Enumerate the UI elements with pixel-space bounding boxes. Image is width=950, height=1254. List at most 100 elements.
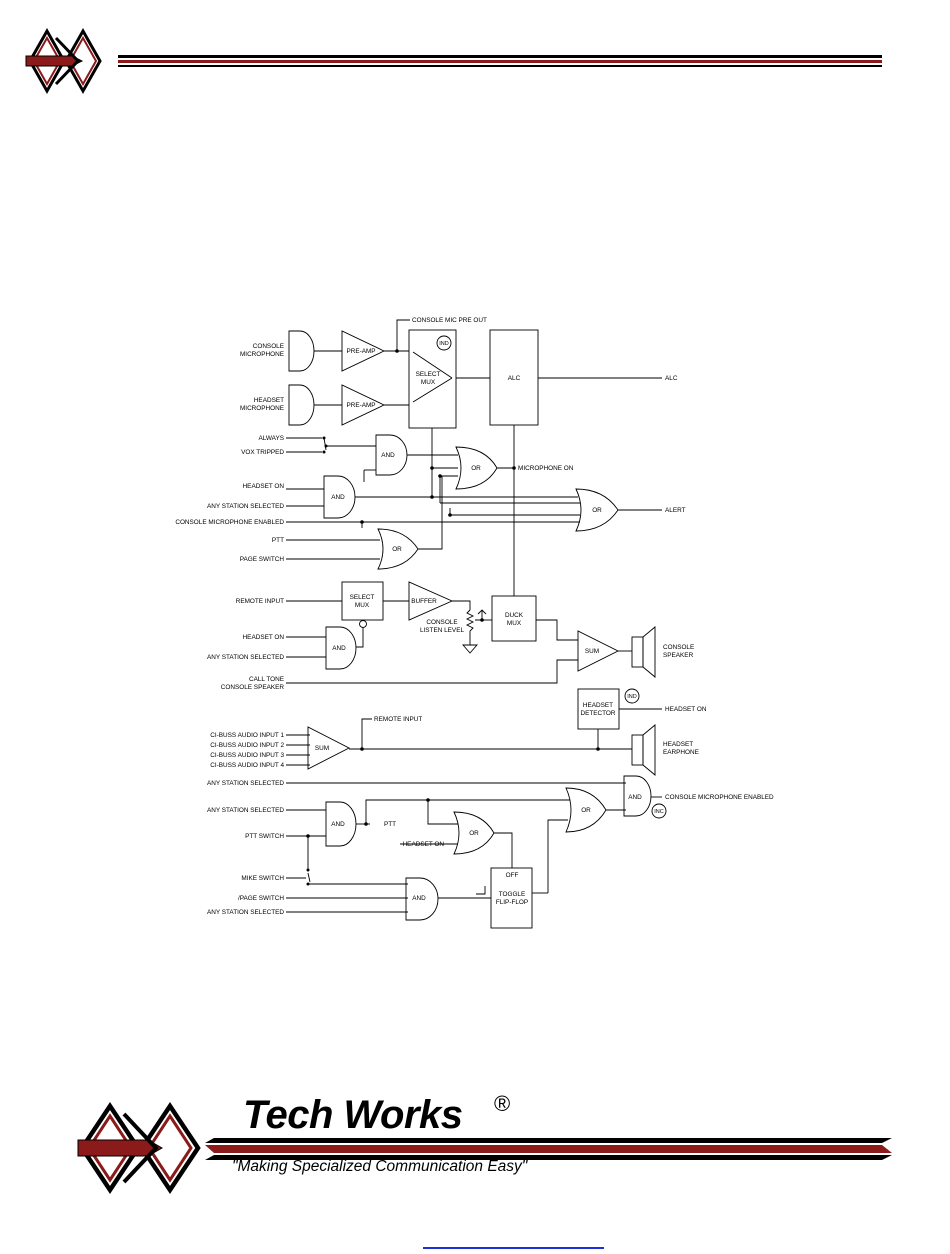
inc-circle [651,803,667,819]
and-2-label: AND [331,494,345,501]
call-tone-label-2: CONSOLE SPEAKER [221,684,285,691]
header-rule [118,55,882,67]
sum-1-symbol [577,630,620,672]
select-mux-2-block [341,581,384,621]
sum-2-symbol [307,726,350,770]
headset-mic-symbol [288,384,315,426]
ind-2-label: IND [627,694,637,700]
ind-1-label: IND [439,341,449,347]
sum-2-label: SUM [315,745,329,752]
or-2-gate [377,528,419,570]
select-mux-2-label-2: MUX [355,602,370,609]
console-speaker-label-2: SPEAKER [663,652,694,659]
select-mux-2-label-1: SELECT [350,594,375,601]
headset-on-1-label: HEADSET ON [243,483,285,490]
toggle-off-label: OFF [506,872,519,879]
toggle-label-1: TOGGLE [499,891,526,898]
footer-logo-icon [77,1101,201,1195]
duck-mux-label-1: DUCK [505,612,524,619]
or-3-label: OR [469,830,479,837]
or-1-gate [455,446,498,490]
preamp-2-label: PRE-AMP [346,402,375,409]
cibuss-4-label: CI-BUSS AUDIO INPUT 4 [210,762,284,769]
junction-dots [306,349,600,886]
ind-2-circle [624,688,640,704]
call-tone-label-1: CALL TONE [249,676,284,683]
tagline: "Making Specialized Communication Easy" [232,1158,528,1175]
ind-1-circle [436,335,452,351]
or-alert-gate [575,488,619,532]
ptt-label: PTT [272,537,284,544]
or-4-gate [565,787,607,833]
and-6-label: AND [628,794,642,801]
footer-link-underline[interactable] [423,1247,604,1249]
headset-earphone-label-1: HEADSET [663,741,693,748]
page-switch-2-label: /PAGE SWITCH [238,895,284,902]
listen-level-pot [465,609,475,645]
or-alert-label: OR [592,507,602,514]
remote-input-output-label: REMOTE INPUT [374,716,422,723]
listen-level-label-1: CONSOLE [426,619,457,626]
console-mic-symbol [288,330,315,372]
vox-tripped-label: VOX TRIPPED [241,449,284,456]
any-station-3-label: ANY STATION SELECTED [207,780,284,787]
duck-mux-block [491,595,537,642]
buffer-symbol [408,581,454,621]
company-name: Tech Works [243,1093,463,1137]
microphone-on-label: MICROPHONE ON [518,465,574,472]
headset-earphone-icon [631,734,644,766]
console-speaker-icon [631,636,644,668]
and-3-label: AND [332,645,346,652]
or-1-label: OR [471,465,481,472]
alc-output-label: ALC [665,375,678,382]
footer-rule [205,1138,892,1160]
toggle-flipflop-block [490,867,533,929]
inc-label: INC [654,809,664,815]
and-3-gate [325,626,357,670]
console-mic-pre-out-label: CONSOLE MIC PRE OUT [412,317,487,324]
ptt-switch-label: PTT SWITCH [245,833,284,840]
mike-switch-label: MIKE SWITCH [241,875,284,882]
and-1-label: AND [381,452,395,459]
console-mic-enabled-output-label: CONSOLE MICROPHONE ENABLED [665,794,774,801]
headset-on-output-label: HEADSET ON [665,706,707,713]
cibuss-2-label: CI-BUSS AUDIO INPUT 2 [210,742,284,749]
duck-mux-label-2: MUX [507,620,522,627]
and-4-gate [325,801,357,847]
and-4-label: AND [331,821,345,828]
or-2-label: OR [392,546,402,553]
or-4-label: OR [581,807,591,814]
headset-detector-label-2: DETECTOR [580,710,615,717]
console-microphone-label-1: CONSOLE [253,343,284,350]
sum-1-label: SUM [585,648,599,655]
headset-earphone-label-2: EARPHONE [663,749,699,756]
buffer-label: BUFFER [411,598,437,605]
headset-detector-block [577,688,620,730]
preamp-1-label: PRE-AMP [346,348,375,355]
remote-input-label: REMOTE INPUT [236,598,284,605]
select-mux-1-label-1: SELECT [416,371,441,378]
ptt-output-label: PTT [384,821,396,828]
and-6-gate [623,775,652,817]
or-3-gate [453,811,495,855]
headset-microphone-label-1: HEADSET [254,397,284,404]
headset-detector-label-1: HEADSET [583,702,613,709]
and-1-gate [375,434,408,476]
cibuss-3-label: CI-BUSS AUDIO INPUT 3 [210,752,284,759]
console-microphone-label-2: MICROPHONE [240,351,284,358]
and-2-gate [323,475,356,519]
select-mux-1-block [408,329,457,429]
any-station-5-label: ANY STATION SELECTED [207,909,284,916]
cibuss-1-label: CI-BUSS AUDIO INPUT 1 [210,732,284,739]
any-station-2-label: ANY STATION SELECTED [207,654,284,661]
alc-block-label: ALC [508,375,521,382]
any-station-4-label: ANY STATION SELECTED [207,807,284,814]
alert-label: ALERT [665,507,686,514]
headset-microphone-label-2: MICROPHONE [240,405,284,412]
console-mic-enabled-input-label: CONSOLE MICROPHONE ENABLED [175,519,284,526]
any-station-1-label: ANY STATION SELECTED [207,503,284,510]
page-switch-label: PAGE SWITCH [240,556,285,563]
select-mux-1-label-2: MUX [421,379,436,386]
